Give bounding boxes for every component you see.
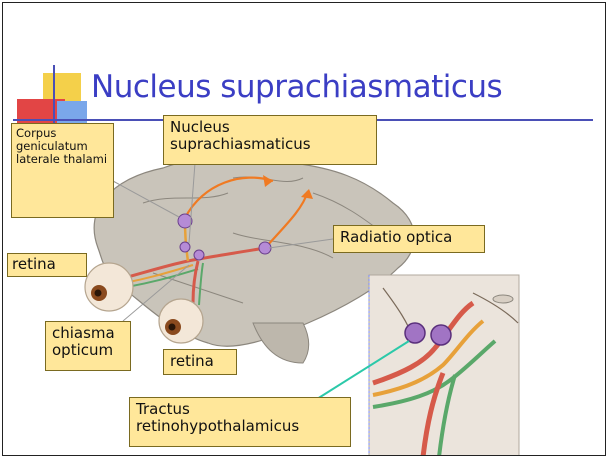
label-radiatio-optica: Radiatio optica: [333, 225, 485, 253]
inset-structure: [493, 295, 513, 303]
label-corpus-geniculatum: Corpus geniculatum laterale thalami: [11, 123, 114, 218]
inset-scn-1: [405, 323, 425, 343]
eye-left-pupil: [95, 290, 102, 297]
eye-bottom: [159, 299, 203, 343]
inset-scn-2: [431, 325, 451, 345]
label-retina-left: retina: [7, 253, 87, 277]
brainstem: [253, 323, 309, 363]
scn-nucleus-1: [180, 242, 190, 252]
label-tractus-retinohypothalamicus: Tractus retinohypothalamicus: [129, 397, 351, 447]
scn-nucleus-2: [194, 250, 204, 260]
slide: Nucleus suprachiasmaticus: [2, 2, 606, 456]
eye-left: [85, 263, 133, 311]
eye-bottom-pupil: [169, 324, 176, 331]
label-chiasma-opticum: chiasma opticum: [45, 321, 131, 371]
label-retina-bottom: retina: [163, 349, 237, 375]
label-nucleus-suprachiasmaticus: Nucleus suprachiasmaticus: [163, 115, 377, 165]
anatomy-illustration: [3, 3, 606, 456]
